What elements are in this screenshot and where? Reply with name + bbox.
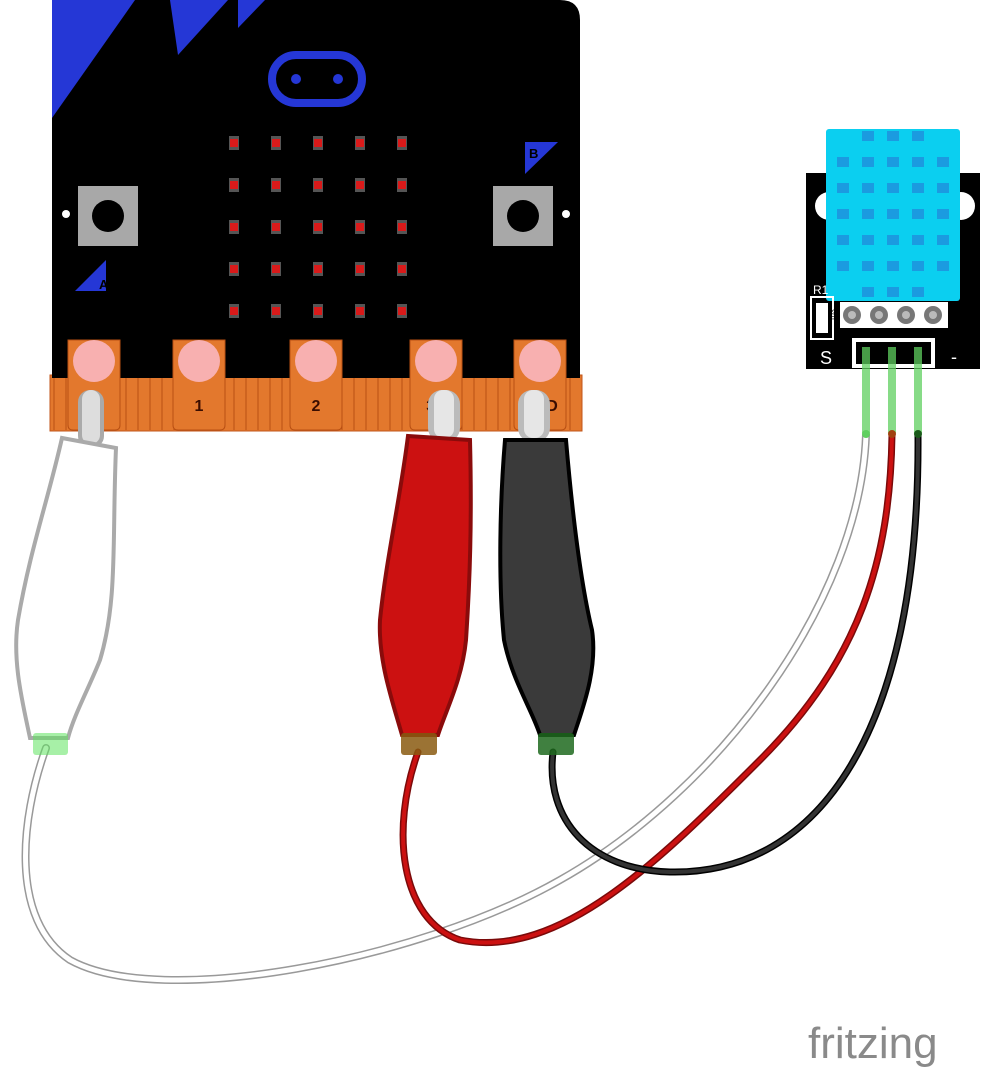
grille-slot — [937, 261, 949, 271]
clip-red — [377, 390, 473, 755]
led — [355, 304, 365, 318]
sensor-pins — [843, 306, 942, 324]
corner-logo-2 — [170, 0, 228, 55]
grille-slot — [887, 183, 899, 193]
pin-label: 1 — [195, 398, 204, 415]
grille-slot — [937, 157, 949, 167]
grille-slot — [887, 287, 899, 297]
led — [271, 220, 281, 234]
grille-slot — [837, 235, 849, 245]
led — [313, 178, 323, 192]
grille-slot — [912, 209, 924, 219]
led — [271, 178, 281, 192]
dht11-sensor-module: R1 103 S - — [806, 129, 980, 433]
sensor-grille — [837, 131, 949, 297]
wires — [21, 430, 922, 984]
microbit-board: A B 0123VGND — [49, 0, 583, 432]
grille-slot — [862, 209, 874, 219]
button-b[interactable] — [493, 186, 570, 246]
resistor-code: 103 — [830, 309, 837, 321]
grille-slot — [937, 209, 949, 219]
pin-minus-label: - — [951, 347, 957, 367]
grille-slot — [912, 261, 924, 271]
pin-label: 2 — [312, 398, 321, 415]
wire-black — [548, 431, 922, 876]
grille-slot — [862, 157, 874, 167]
grille-slot — [912, 131, 924, 141]
led — [229, 220, 239, 234]
grille-slot — [887, 235, 899, 245]
led — [397, 220, 407, 234]
grille-slot — [912, 157, 924, 167]
led — [397, 304, 407, 318]
led — [355, 136, 365, 150]
led — [271, 262, 281, 276]
led — [355, 178, 365, 192]
pin-pad-2[interactable]: 2 — [289, 339, 343, 431]
grille-slot — [862, 235, 874, 245]
led — [313, 136, 323, 150]
grille-slot — [937, 183, 949, 193]
led — [397, 178, 407, 192]
grille-slot — [837, 261, 849, 271]
grille-slot — [837, 209, 849, 219]
led — [355, 262, 365, 276]
grille-slot — [912, 183, 924, 193]
grille-slot — [862, 261, 874, 271]
led — [313, 304, 323, 318]
grille-slot — [887, 209, 899, 219]
clip-black — [498, 390, 596, 755]
button-a-label: A — [99, 277, 109, 292]
pin-pad-1[interactable]: 1 — [172, 339, 226, 431]
pin-s-label: S — [820, 348, 832, 368]
grille-slot — [862, 183, 874, 193]
led — [271, 136, 281, 150]
led — [229, 304, 239, 318]
button-a[interactable] — [62, 186, 138, 246]
resistor-body — [816, 303, 828, 333]
corner-logo-1 — [52, 0, 135, 118]
button-a-marker: A — [75, 260, 109, 292]
led-matrix — [229, 136, 407, 318]
grille-slot — [837, 157, 849, 167]
grille-slot — [887, 131, 899, 141]
header-leads — [862, 347, 922, 433]
fritzing-watermark: fritzing — [808, 1019, 938, 1068]
led — [313, 220, 323, 234]
grille-slot — [837, 183, 849, 193]
grille-slot — [862, 287, 874, 297]
button-b-marker: B — [525, 142, 558, 174]
led — [313, 262, 323, 276]
grille-slot — [912, 235, 924, 245]
grille-slot — [887, 261, 899, 271]
led — [397, 262, 407, 276]
led — [355, 220, 365, 234]
led — [229, 178, 239, 192]
corner-logo-3 — [238, 0, 265, 28]
led — [397, 136, 407, 150]
pin-pad-0[interactable]: 0 — [67, 339, 121, 431]
led — [229, 136, 239, 150]
grille-slot — [912, 287, 924, 297]
led — [271, 304, 281, 318]
grille-slot — [937, 235, 949, 245]
microbit-logo — [268, 51, 366, 107]
grille-slot — [862, 131, 874, 141]
resistor — [810, 296, 834, 340]
clip-white — [14, 390, 119, 755]
led — [229, 262, 239, 276]
resistor-label: R1 — [813, 283, 829, 297]
button-b-label: B — [529, 146, 538, 161]
grille-slot — [887, 157, 899, 167]
